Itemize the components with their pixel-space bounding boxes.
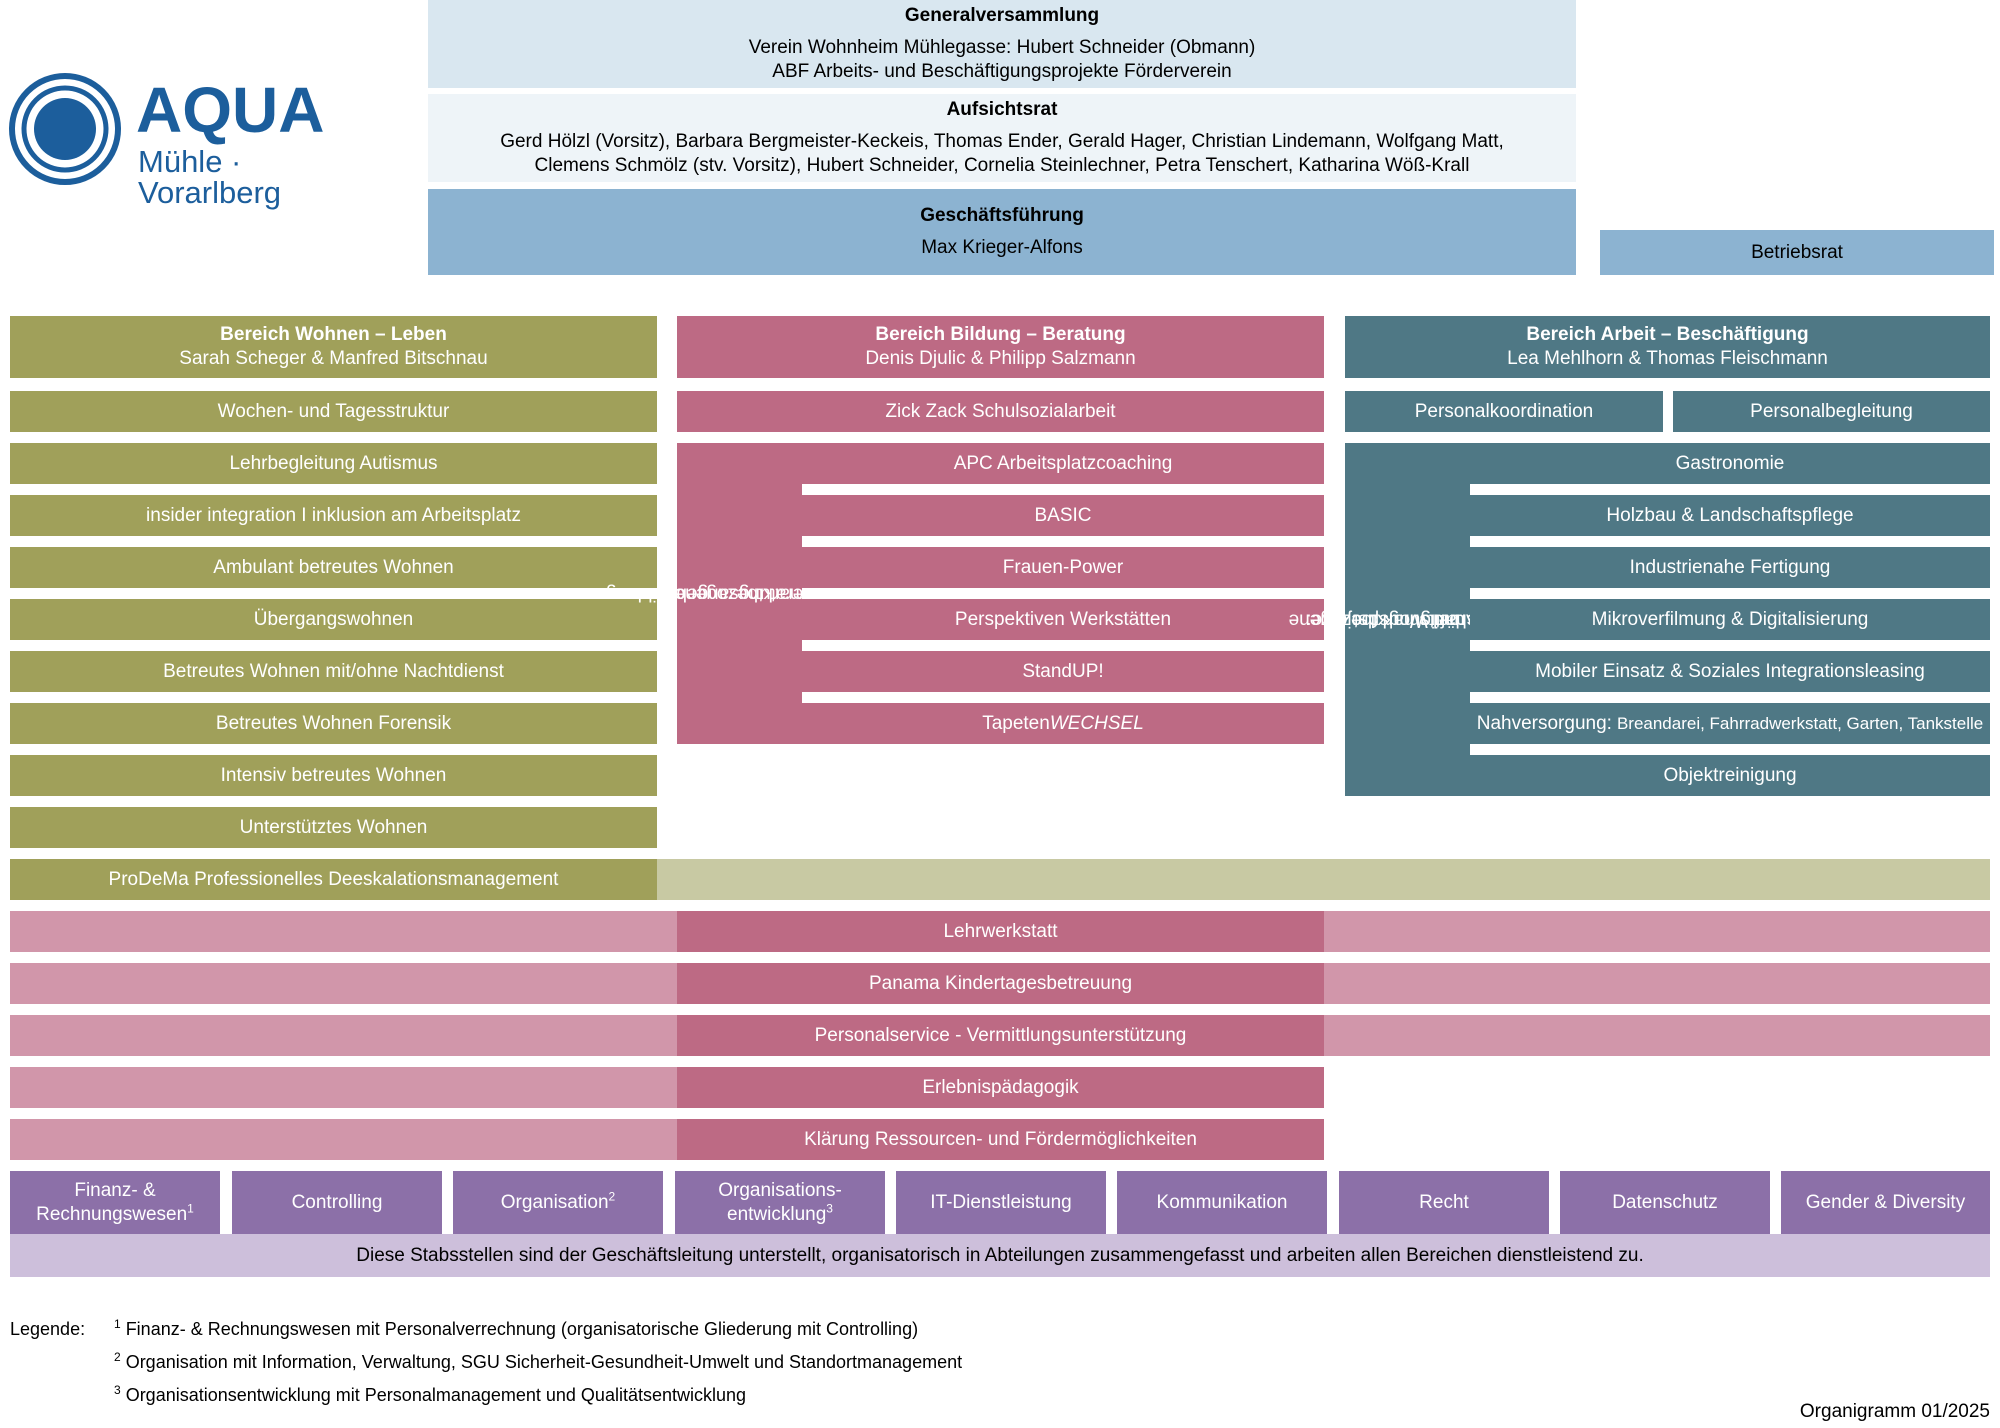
wohnen-item: Übergangswohnen xyxy=(10,599,657,640)
bereich-arbeit-title: Bereich Arbeit – Beschäftigung xyxy=(1526,324,1809,346)
wohnen-item: Betreutes Wohnen Forensik xyxy=(10,703,657,744)
cross-item: Klärung Ressourcen- und Fördermöglichkei… xyxy=(677,1119,1324,1160)
arbeit-item: Holzbau & Landschaftspflege xyxy=(1470,495,1990,536)
bereich-bildung-header: Bereich Bildung – Beratung Denis Djulic … xyxy=(677,316,1324,378)
staff-datenschutz: Datenschutz xyxy=(1560,1171,1770,1234)
cross-band xyxy=(10,1119,677,1160)
staff-note: Diese Stabsstellen sind der Geschäftslei… xyxy=(10,1234,1990,1277)
generalversammlung-box: Generalversammlung Verein Wohnheim Mühle… xyxy=(428,0,1576,88)
cross-item: Panama Kindertagesbetreuung xyxy=(677,963,1324,1004)
aqua-logo-icon xyxy=(9,73,121,185)
legend-item: 3 Organisationsentwicklung mit Personalm… xyxy=(114,1383,747,1405)
logo: AQUA Mühle · Vorarlberg xyxy=(8,70,388,208)
bildung-item: APC Arbeitsplatzcoaching xyxy=(802,443,1324,484)
logo-subtitle: Mühle · Vorarlberg xyxy=(138,144,282,210)
cross-item: Erlebnispädagogik xyxy=(677,1067,1324,1108)
generalversammlung-title: Generalversammlung xyxy=(904,5,1100,27)
bildung-item: BASIC xyxy=(802,495,1324,536)
wohnen-item: Betreutes Wohnen mit/ohne Nachtdienst xyxy=(10,651,657,692)
generalversammlung-line1: Verein Wohnheim Mühlegasse: Hubert Schne… xyxy=(748,37,1256,59)
logo-name: AQUA xyxy=(136,74,325,146)
arbeit-item: Mikroverfilmung & Digitalisierung xyxy=(1470,599,1990,640)
bildung-item: Perspektiven Werkstätten xyxy=(802,599,1324,640)
personalkoordination-box: Personalkoordination xyxy=(1345,391,1663,432)
geschaeftsfuehrung-title: Geschäftsführung xyxy=(920,205,1084,227)
aufsichtsrat-line2: Clemens Schmölz (stv. Vorsitz), Hubert S… xyxy=(534,154,1470,176)
bildung-item: Frauen-Power xyxy=(802,547,1324,588)
arbeit-item: Objektreinigung xyxy=(1470,755,1990,796)
aufsichtsrat-title: Aufsichtsrat xyxy=(946,99,1058,121)
bereich-arbeit-lead: Lea Mehlhorn & Thomas Fleischmann xyxy=(1507,348,1828,369)
bereich-wohnen-header: Bereich Wohnen – Leben Sarah Scheger & M… xyxy=(10,316,657,378)
aufsichtsrat-line1: Gerd Hölzl (Vorsitz), Barbara Bergmeiste… xyxy=(500,131,1504,153)
betriebsrat-box: Betriebsrat xyxy=(1600,230,1994,275)
wohnen-item: Intensiv betreutes Wohnen xyxy=(10,755,657,796)
generalversammlung-line2: ABF Arbeits- und Beschäftigungsprojekte … xyxy=(772,60,1232,82)
wohnen-item: Ambulant betreutes Wohnen xyxy=(10,547,657,588)
staff-controlling: Controlling xyxy=(232,1171,442,1234)
cross-band xyxy=(10,1067,677,1108)
arbeit-item: Industrienahe Fertigung xyxy=(1470,547,1990,588)
personalbegleitung-box: Personalbegleitung xyxy=(1673,391,1990,432)
staff-kommunikation: Kommunikation xyxy=(1117,1171,1327,1234)
wohnen-item: insider integration I inklusion am Arbei… xyxy=(10,495,657,536)
bereich-arbeit-header: Bereich Arbeit – Beschäftigung Lea Mehlh… xyxy=(1345,316,1990,378)
cross-item: Personalservice - Vermittlungsunterstütz… xyxy=(677,1015,1324,1056)
legend-item: 1 Finanz- & Rechnungswesen mit Personalv… xyxy=(114,1317,919,1339)
staff-finanz: Finanz- & Rechnungswesen1 xyxy=(10,1171,220,1234)
arbeit-item: Gastronomie xyxy=(1470,443,1990,484)
staff-it: IT-Dienstleistung xyxy=(896,1171,1106,1234)
wohnen-item: Wochen- und Tagesstruktur xyxy=(10,391,657,432)
staff-gender: Gender & Diversity xyxy=(1781,1171,1990,1234)
prodema-box: ProDeMa Professionelles Deeskalationsman… xyxy=(10,859,657,900)
betriebsrat-label: Betriebsrat xyxy=(1751,241,1843,263)
bildung-top-item: Zick Zack Schulsozialarbeit xyxy=(677,391,1324,432)
bereich-wohnen-lead: Sarah Scheger & Manfred Bitschnau xyxy=(179,348,488,369)
wohnen-item: Unterstütztes Wohnen xyxy=(10,807,657,848)
staff-organisation: Organisation2 xyxy=(453,1171,663,1234)
bildung-side-label: Arbeitsmarktbezogene Bildungs-und Beratu… xyxy=(590,443,865,744)
arbeit-item-nahversorgung: Nahversorgung:Breandarei, Fahrradwerksta… xyxy=(1470,703,1990,744)
bildung-item: StandUP! xyxy=(802,651,1324,692)
staff-organisationsentwicklung: Organisations- entwicklung3 xyxy=(675,1171,885,1234)
arbeit-item: Mobiler Einsatz & Soziales Integrationsl… xyxy=(1470,651,1990,692)
staff-recht: Recht xyxy=(1339,1171,1549,1234)
bereich-bildung-title: Bereich Bildung – Beratung xyxy=(875,324,1126,346)
geschaeftsfuehrung-box: Geschäftsführung Max Krieger-Alfons xyxy=(428,189,1576,275)
bereich-bildung-lead: Denis Djulic & Philipp Salzmann xyxy=(865,348,1136,369)
footer-label: Organigramm 01/2025 xyxy=(1799,1401,1990,1422)
geschaeftsfuehrung-name: Max Krieger-Alfons xyxy=(921,237,1083,258)
legend-label: Legende: xyxy=(10,1319,86,1339)
wohnen-item: Lehrbegleitung Autismus xyxy=(10,443,657,484)
legend-item: 2 Organisation mit Information, Verwaltu… xyxy=(114,1350,963,1372)
aufsichtsrat-box: Aufsichtsrat Gerd Hölzl (Vorsitz), Barba… xyxy=(428,94,1576,182)
cross-item: Lehrwerkstatt xyxy=(677,911,1324,952)
bereich-wohnen-title: Bereich Wohnen – Leben xyxy=(220,324,447,346)
